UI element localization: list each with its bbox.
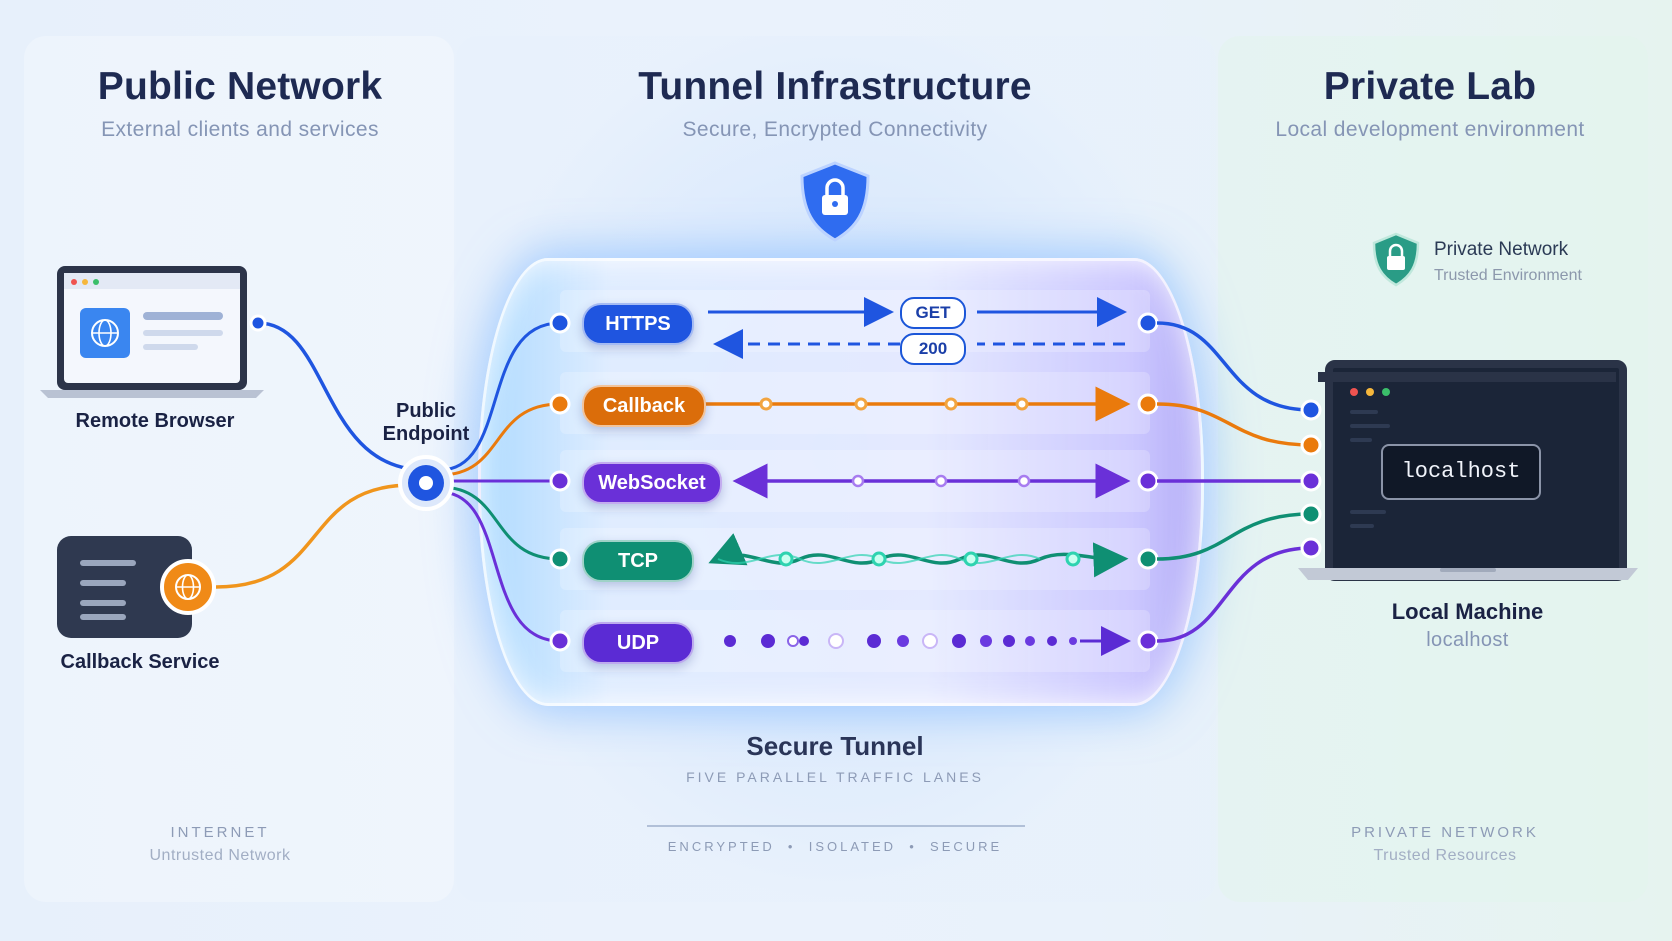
tunnel-infrastructure-subtitle: Secure, Encrypted Connectivity bbox=[682, 118, 988, 141]
https-request-tag: GET bbox=[900, 297, 966, 329]
public-network-subtitle: External clients and services bbox=[101, 118, 379, 141]
udp-lane-label: UDP bbox=[582, 622, 694, 664]
https-response-tag: 200 bbox=[900, 333, 966, 365]
callback-lane-label: Callback bbox=[582, 385, 706, 427]
local-machine-label: Local Machine bbox=[1391, 599, 1544, 624]
public-endpoint-node bbox=[398, 455, 454, 511]
tunnel-footer: ENCRYPTED • ISOLATED • SECURE bbox=[667, 839, 1003, 854]
local-machine-sublabel: localhost bbox=[1426, 629, 1509, 651]
public-network-title: Public Network bbox=[97, 65, 383, 108]
public-footer-caps: INTERNET bbox=[170, 824, 270, 841]
callback-service-label: Callback Service bbox=[60, 651, 220, 673]
lock-shield-icon bbox=[800, 161, 870, 242]
terminal-localhost-text: localhost bbox=[1381, 444, 1541, 500]
lock-shield-icon bbox=[1372, 232, 1420, 287]
local-machine-laptop bbox=[1298, 372, 1638, 580]
https-lane-label: HTTPS bbox=[582, 303, 694, 345]
udp-datagrams bbox=[724, 626, 1131, 656]
private-footer-caps: PRIVATE NETWORK bbox=[1351, 824, 1539, 841]
public-network-panel bbox=[24, 36, 454, 902]
remote-browser-laptop bbox=[40, 266, 264, 398]
public-endpoint-label: Public Endpoint bbox=[382, 400, 470, 445]
private-network-badge-title: Private Network bbox=[1434, 239, 1569, 260]
secure-tunnel-subcaption: FIVE PARALLEL TRAFFIC LANES bbox=[686, 769, 984, 785]
globe-icon bbox=[175, 574, 201, 600]
globe-icon bbox=[91, 319, 119, 347]
private-lab-title: Private Lab bbox=[1323, 65, 1537, 108]
private-footer-sub: Trusted Resources bbox=[1373, 847, 1517, 864]
tcp-lane-label: TCP bbox=[582, 540, 694, 582]
remote-browser-label: Remote Browser bbox=[75, 410, 235, 432]
public-footer-sub: Untrusted Network bbox=[149, 847, 291, 864]
websocket-lane-label: WebSocket bbox=[582, 462, 722, 504]
tunnel-infrastructure-title: Tunnel Infrastructure bbox=[638, 65, 1032, 108]
secure-tunnel-caption: Secure Tunnel bbox=[746, 731, 924, 761]
private-network-badge-subtitle: Trusted Environment bbox=[1434, 267, 1582, 284]
private-lab-subtitle: Local development environment bbox=[1275, 118, 1585, 141]
